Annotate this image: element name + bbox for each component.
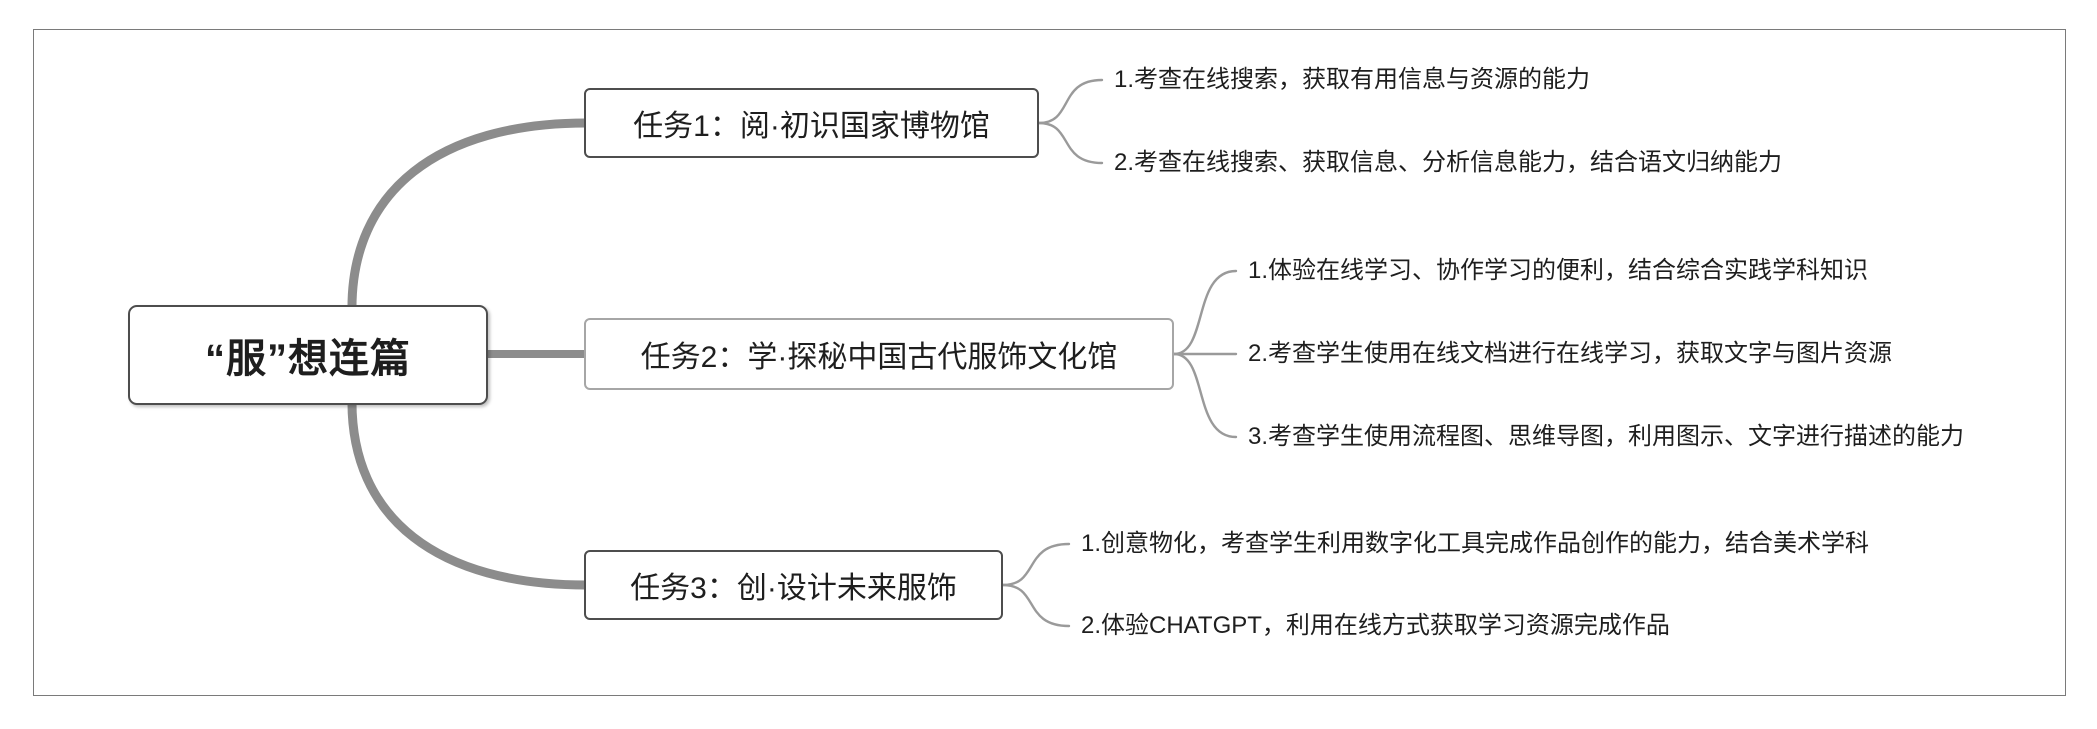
task-3-brace-branch-2 (1001, 583, 1071, 628)
task-node-3: 任务3：创·设计未来服饰 (584, 550, 1003, 620)
task-2-brace-branch-1 (1172, 269, 1238, 356)
task-node-3-label: 任务3：创·设计未来服饰 (630, 572, 957, 605)
root-node: “服”想连篇 (128, 305, 488, 405)
task-1-brace-branch-1 (1037, 78, 1104, 125)
root-to-task-3-connector (347, 393, 591, 590)
task-node-2-label: 任务2：学·探秘中国古代服饰文化馆 (640, 341, 1118, 374)
task-3-detail-1: 1.创意物化，考查学生利用数字化工具完成作品创作的能力，结合美术学科 (1081, 530, 1870, 557)
task-3-detail-2: 2.体验CHATGPT，利用在线方式获取学习资源完成作品 (1081, 612, 1670, 639)
task-1-brace-branch-2 (1037, 121, 1104, 165)
task-2-detail-1: 1.体验在线学习、协作学习的便利，结合综合实践学科知识 (1248, 257, 1869, 284)
task-2-detail-3: 3.考查学生使用流程图、思维导图，利用图示、文字进行描述的能力 (1248, 423, 1965, 450)
task-node-1-label: 任务1：阅·初识国家博物馆 (633, 110, 990, 143)
root-node-label: “服”想连篇 (205, 337, 411, 381)
task-2-brace-branch-3 (1172, 352, 1238, 439)
task-node-2: 任务2：学·探秘中国古代服饰文化馆 (584, 318, 1174, 390)
root-to-task-1-connector (347, 118, 591, 317)
diagram-frame (33, 29, 2066, 696)
task-2-detail-2: 2.考查学生使用在线文档进行在线学习，获取文字与图片资源 (1248, 340, 1893, 367)
task-1-detail-1: 1.考查在线搜索，获取有用信息与资源的能力 (1114, 66, 1591, 93)
task-node-1: 任务1：阅·初识国家博物馆 (584, 88, 1039, 158)
task-3-brace-branch-1 (1001, 542, 1071, 587)
task-1-detail-2: 2.考查在线搜索、获取信息、分析信息能力，结合语文归纳能力 (1114, 149, 1783, 176)
